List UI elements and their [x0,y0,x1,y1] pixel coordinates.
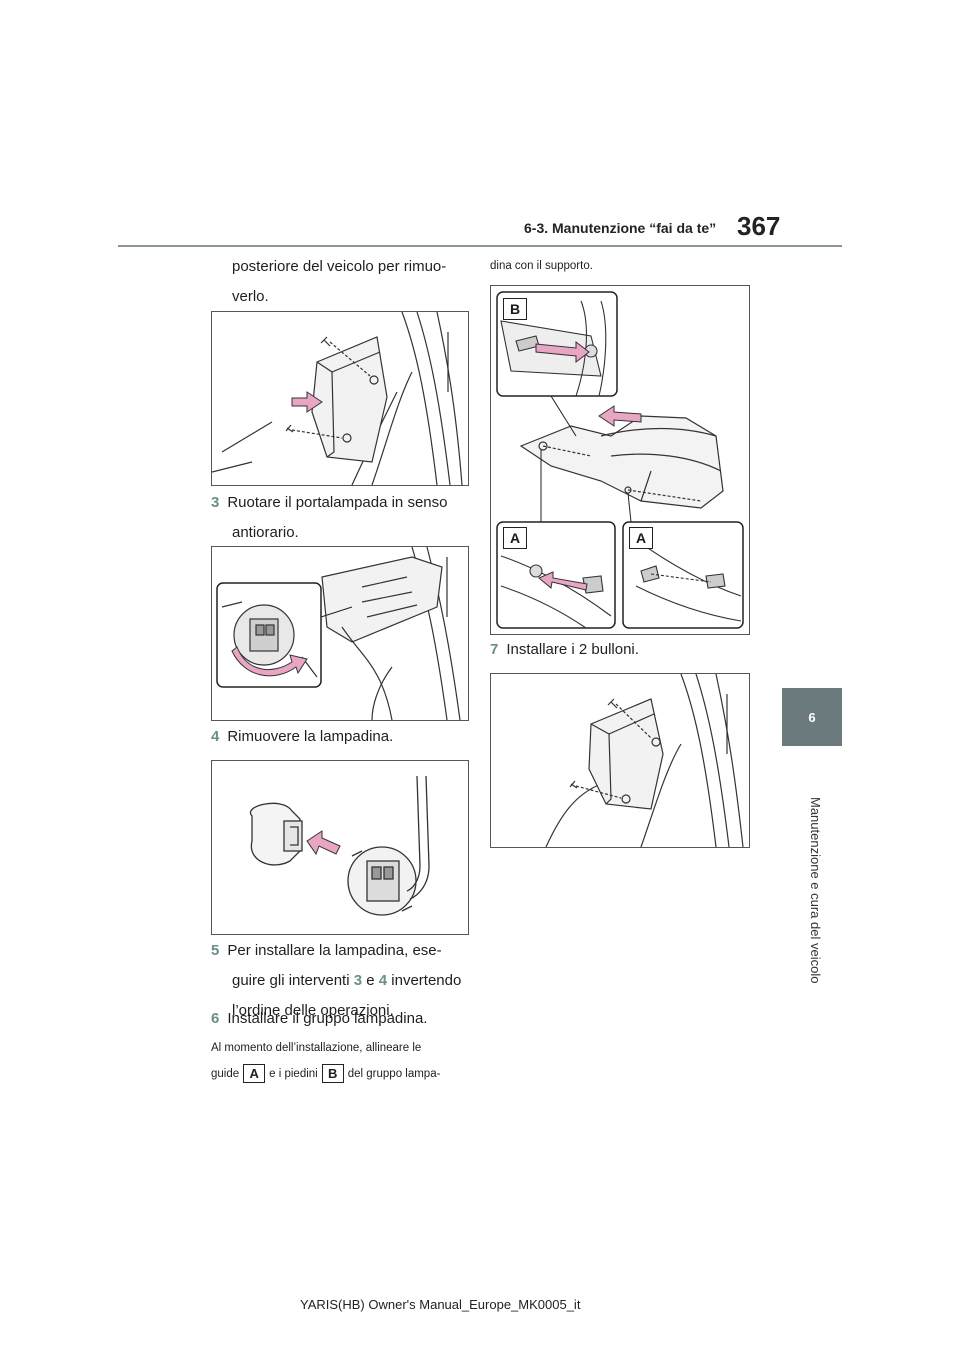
step-3-line-1: Ruotare il portalampada in senso [227,494,448,511]
header-rule [118,245,842,247]
step-6: 6 Installare il gruppo lampadina. [211,1004,427,1034]
install-note-line-1: Al momento dell’installazione, allineare… [211,1042,422,1054]
step-5-line-3: l’ordine delle operazioni. [232,1002,394,1019]
footer-manual-id: YARIS(HB) Owner's Manual_Europe_MK0005_i… [300,1297,581,1312]
align-guides-illustration [496,291,744,629]
rotate-holder-illustration [216,547,461,720]
figure-align-guides: B A A [490,285,750,635]
callout-a-left: A [503,527,527,549]
remove-bulb-illustration [249,775,430,916]
label-b-box: B [321,1064,344,1084]
install-bolts-illustration [545,674,744,847]
intro-line-1: posteriore del veicolo per rimuo- [232,258,447,275]
step-4: 4 Rimuovere la lampadina. [211,722,393,752]
step-6-number: 6 [211,1010,220,1027]
step-7: 7 Installare i 2 bulloni. [490,635,639,665]
step-5-line-2: guire gli interventi 3 e 4 invertendo [232,972,462,989]
callout-b: B [503,298,527,320]
step-4-line-1: Rimuovere la lampadina. [227,728,394,745]
figure-install-bolts [490,673,750,848]
install-note-continued: dina con il supporto. [490,260,593,272]
figure-rotate-holder [211,546,469,721]
install-note: Al momento dell’installazione, allineare… [211,1035,440,1087]
step-5-line-1: Per installare la lampadina, ese- [227,942,442,959]
step-3: 3 Ruotare il portalampada in senso antior… [211,488,447,548]
intro-line-2: verlo. [232,288,269,305]
intro-text: posteriore del veicolo per rimuo- verlo. [232,252,446,312]
callout-a-right: A [629,527,653,549]
step-5: 5 Per installare la lampadina, ese- guire… [211,936,461,1026]
step-7-line-1: Installare i 2 bulloni. [506,641,639,658]
step-3-number: 3 [211,494,220,511]
chapter-number: 6 [808,709,816,725]
figure-lamp-removal [211,311,469,486]
step-ref-3: 3 [353,972,363,989]
step-7-number: 7 [490,641,499,658]
step-ref-4: 4 [378,972,388,989]
step-6-line-1: Installare il gruppo lampadina. [227,1010,428,1027]
label-a-box: A [243,1064,266,1084]
page-number: 367 [737,211,781,241]
step-3-line-2: antiorario. [232,524,299,541]
lamp-removal-illustration [212,312,463,485]
chapter-tab: 6 [782,688,842,746]
chapter-title: Manutenzione e cura del veicolo [808,797,823,984]
step-4-number: 4 [211,728,220,745]
step-5-number: 5 [211,942,220,959]
figure-remove-bulb [211,760,469,935]
section-title: 6-3. Manutenzione “fai da te” [524,220,717,236]
